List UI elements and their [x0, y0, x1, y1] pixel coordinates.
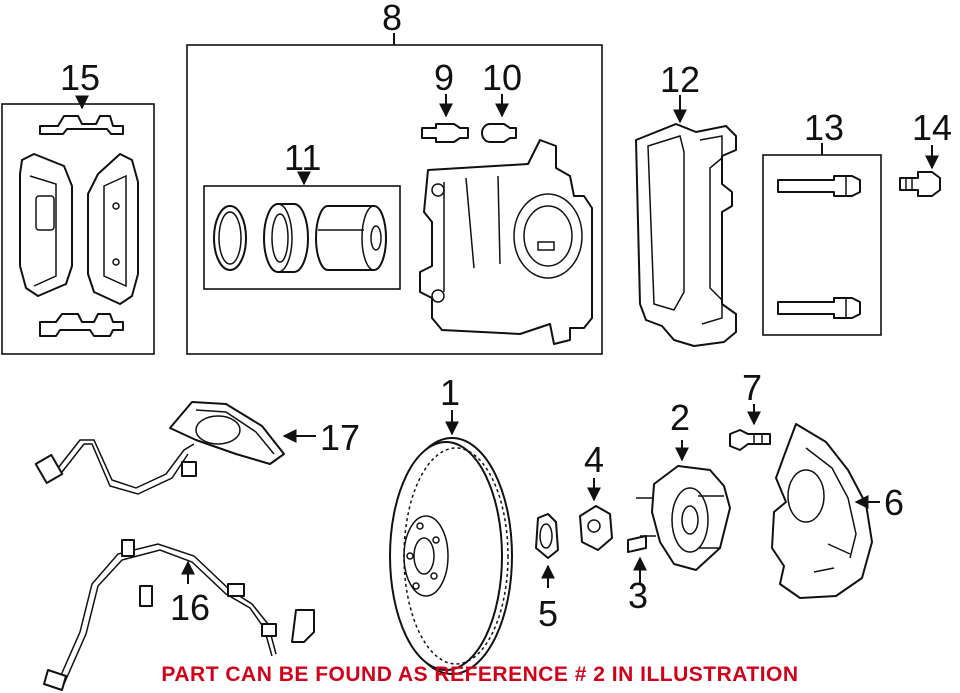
callout-11: 11 — [284, 137, 321, 178]
callout-6: 6 — [884, 482, 904, 523]
callout-9: 9 — [434, 57, 454, 98]
brake-pad-set — [1, 95, 155, 355]
callout-7: 7 — [742, 367, 762, 408]
guide-pin-set — [762, 143, 882, 336]
abs-sensor — [43, 539, 315, 691]
wheel-hub — [636, 440, 731, 571]
callout-16: 16 — [170, 587, 210, 628]
caliper-bolt — [899, 145, 941, 197]
callout-17: 17 — [320, 417, 360, 458]
callout-1: 1 — [440, 372, 460, 413]
callout-15: 15 — [60, 57, 100, 98]
brake-rotor — [389, 410, 513, 675]
caliper-assembly — [186, 33, 603, 355]
wheel-stud — [627, 535, 647, 584]
callout-10: 10 — [482, 57, 522, 98]
callout-8: 8 — [382, 0, 402, 38]
hub-nut — [579, 478, 613, 551]
callout-13: 13 — [804, 107, 844, 148]
splash-shield — [771, 423, 880, 599]
callout-3: 3 — [628, 575, 648, 616]
reference-footnote: PART CAN BE FOUND AS REFERENCE # 2 IN IL… — [161, 663, 799, 686]
wear-sensor — [34, 401, 316, 495]
caliper-bracket — [635, 95, 737, 347]
hub-washer — [535, 513, 559, 588]
callout-14: 14 — [912, 107, 952, 148]
callout-4: 4 — [584, 439, 604, 480]
callout-2: 2 — [670, 397, 690, 438]
hub-bolt — [729, 404, 771, 451]
callout-5: 5 — [538, 593, 558, 634]
callout-12: 12 — [660, 59, 700, 100]
